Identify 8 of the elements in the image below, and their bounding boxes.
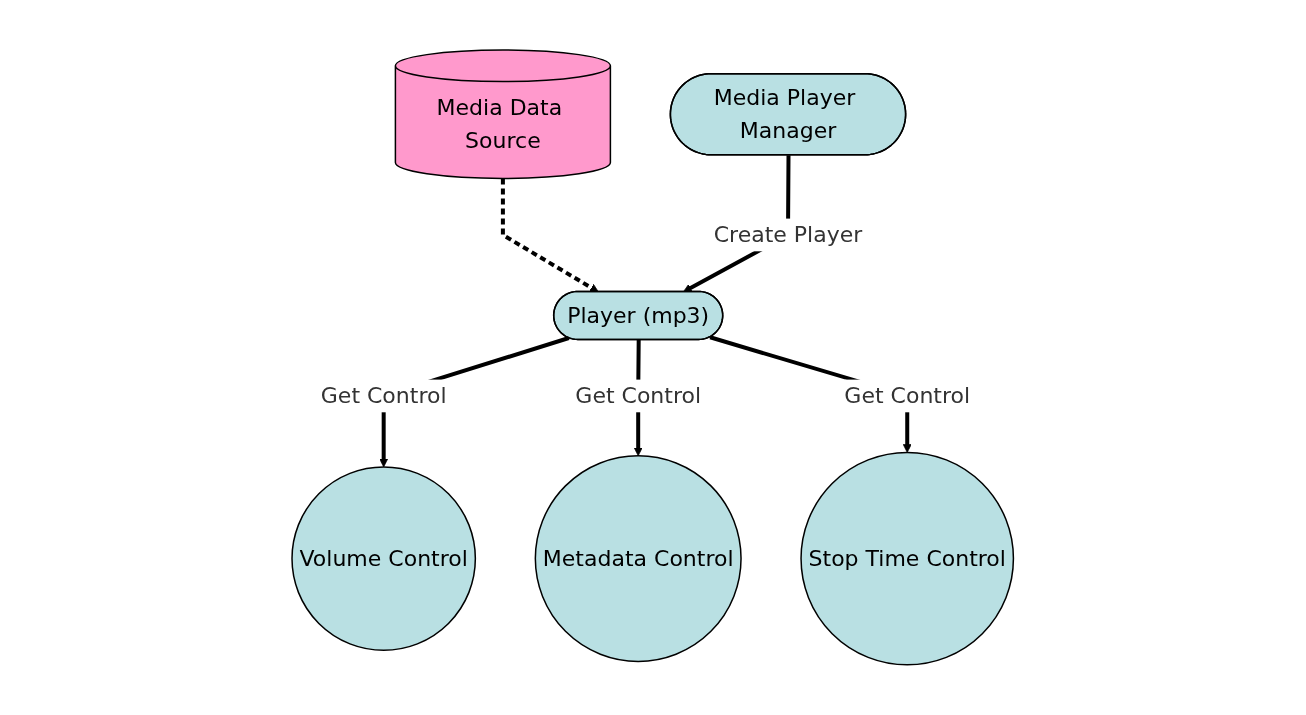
node-circle: Volume Control (291, 466, 477, 652)
edge-label: Create Player (714, 222, 863, 248)
edge-label: Get Control (844, 383, 971, 409)
edge-label: Get Control (321, 383, 447, 409)
node-circle: Metadata Control (534, 455, 743, 663)
edge-label: Get Control (575, 383, 702, 409)
arrow (501, 178, 600, 293)
node-circle: Stop Time Control (800, 451, 1015, 666)
